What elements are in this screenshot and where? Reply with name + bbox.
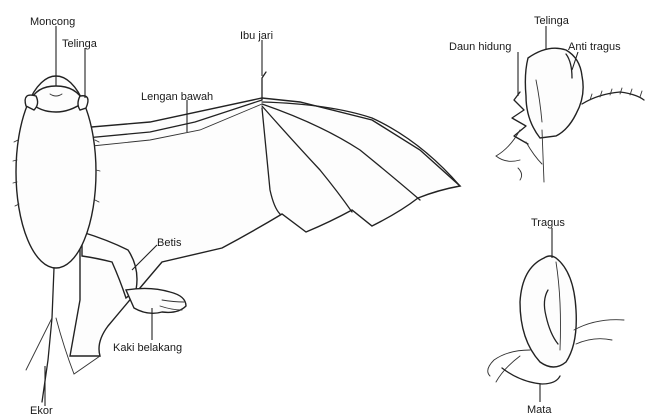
ear-detail	[488, 256, 624, 384]
label-ibu-jari: Ibu jari	[240, 30, 273, 42]
label-daun-hidung: Daun hidung	[449, 41, 511, 53]
thumb	[262, 72, 266, 100]
label-anti-tragus: Anti tragus	[568, 41, 621, 53]
label-moncong: Moncong	[30, 16, 75, 28]
label-lengan-bawah: Lengan bawah	[141, 91, 213, 103]
label-tragus: Tragus	[531, 217, 565, 229]
bat-figure	[13, 72, 460, 402]
fur-tuft	[582, 92, 644, 104]
label-betis: Betis	[157, 237, 182, 249]
label-ekor: Ekor	[30, 405, 53, 417]
eye-area	[502, 368, 560, 384]
label-mata: Mata	[527, 404, 552, 416]
label-telinga-head: Telinga	[534, 15, 570, 27]
face-fur	[488, 350, 530, 382]
label-kaki-belakang: Kaki belakang	[113, 342, 182, 354]
label-telinga-main: Telinga	[62, 38, 98, 50]
ear-right	[78, 96, 88, 110]
